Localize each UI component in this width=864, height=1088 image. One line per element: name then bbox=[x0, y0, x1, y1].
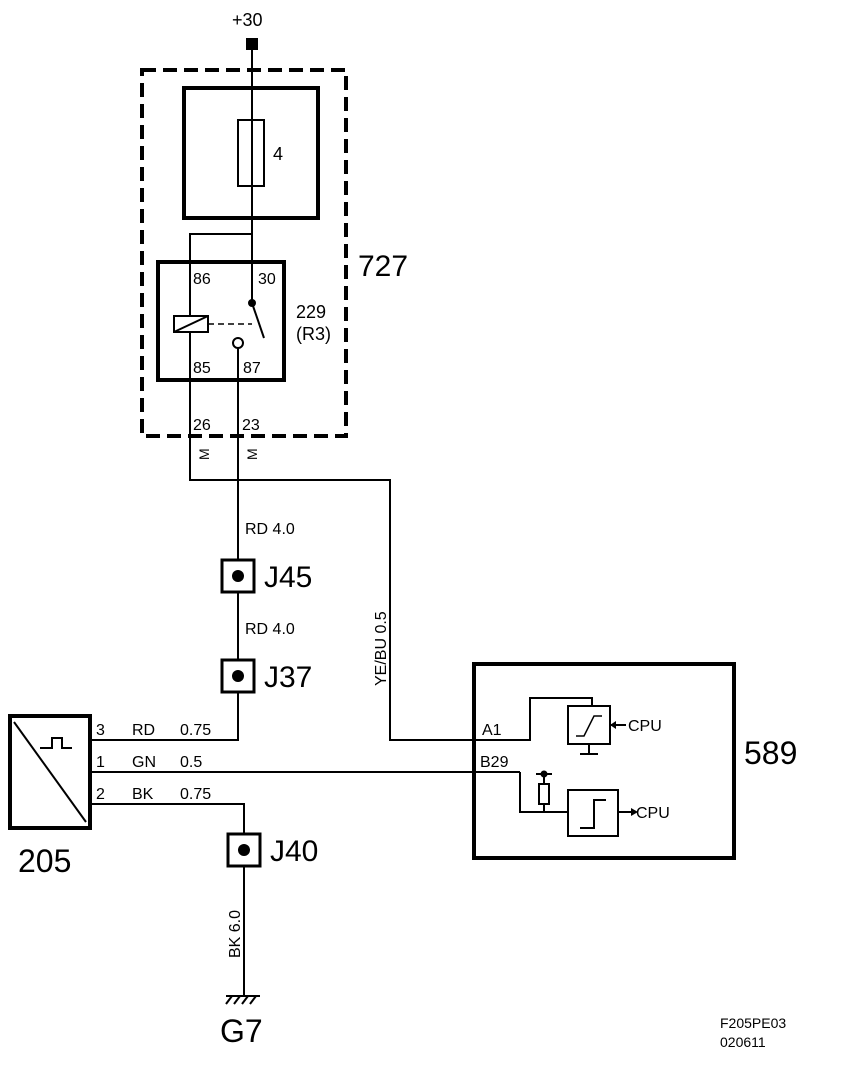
diagram-code: F205PE03 bbox=[720, 1015, 786, 1031]
unit-727-label: 727 bbox=[358, 250, 408, 283]
coil-feed-wire bbox=[189, 233, 252, 316]
ecu-a1-internal-wire bbox=[474, 697, 593, 741]
junction-j45-dot bbox=[232, 570, 244, 582]
ecu-id: 589 bbox=[744, 735, 797, 771]
ground-mark-left: M bbox=[196, 448, 212, 460]
wire-1-size: 0.5 bbox=[180, 754, 202, 771]
sensor-pulse-icon bbox=[40, 737, 72, 749]
connector-pin-26: 26 bbox=[193, 417, 211, 434]
wire-3-size: 0.75 bbox=[180, 722, 211, 739]
relay-contact-87 bbox=[232, 337, 244, 349]
sensor-diagonal bbox=[13, 721, 87, 823]
relay-pin-30: 30 bbox=[258, 271, 276, 288]
wire-2-num: 2 bbox=[96, 786, 105, 803]
rd-wire-upper-label: RD 4.0 bbox=[245, 521, 295, 538]
junction-j37-dot bbox=[232, 670, 244, 682]
ecu-upper-cpu-arrow-icon bbox=[610, 721, 616, 729]
ecu-589 bbox=[472, 662, 736, 860]
ecu-pullup-resistor bbox=[538, 783, 550, 805]
wire-1-color: GN bbox=[132, 754, 156, 771]
relay-pin-85: 85 bbox=[193, 360, 211, 377]
relay-switch-arm bbox=[251, 302, 265, 339]
relay-box bbox=[156, 260, 286, 382]
relay-pin-86: 86 bbox=[193, 271, 211, 288]
relay-pin-87: 87 bbox=[243, 360, 261, 377]
ecu-schmitt-trigger-icon bbox=[580, 799, 606, 829]
unit-727-enclosure bbox=[140, 68, 348, 438]
junction-j40-dot bbox=[238, 844, 250, 856]
supply-label: +30 bbox=[232, 10, 263, 30]
connector-pin-23: 23 bbox=[242, 417, 260, 434]
ground-mark-right: M bbox=[244, 448, 260, 460]
wire-1-num: 1 bbox=[96, 754, 105, 771]
ecu-lower-cpu-arrow-icon bbox=[631, 808, 638, 816]
wire-3-num: 3 bbox=[96, 722, 105, 739]
junction-j40-label: J40 bbox=[270, 835, 318, 868]
relay-id: 229 bbox=[296, 302, 326, 322]
supply-terminal bbox=[246, 38, 258, 50]
wire-2-bk bbox=[90, 803, 245, 836]
ecu-pin-a1: A1 bbox=[482, 722, 502, 739]
rd-wire-lower-label: RD 4.0 bbox=[245, 621, 295, 638]
fuse-number: 4 bbox=[273, 144, 283, 164]
ground-label: G7 bbox=[220, 1013, 263, 1049]
yebu-wire-label: YE/BU 0.5 bbox=[373, 611, 390, 686]
wire-2-size: 0.75 bbox=[180, 786, 211, 803]
ecu-cpu-lower: CPU bbox=[636, 805, 670, 822]
ground-wire-label: BK 6.0 bbox=[227, 910, 244, 958]
relay-designation: (R3) bbox=[296, 324, 331, 344]
ecu-upper-block-symbol bbox=[576, 715, 602, 737]
ground-icon bbox=[225, 995, 260, 1005]
sensor-id: 205 bbox=[18, 843, 71, 879]
ecu-cpu-upper: CPU bbox=[628, 718, 662, 735]
wire-3-rd bbox=[90, 692, 239, 741]
diagram-date: 020611 bbox=[720, 1034, 766, 1050]
ecu-pin-b29: B29 bbox=[480, 754, 509, 771]
yebu-wire bbox=[189, 436, 474, 741]
junction-j37-label: J37 bbox=[264, 661, 312, 694]
wire-2-color: BK bbox=[132, 786, 154, 803]
ecu-b29-internal-wire bbox=[519, 772, 568, 813]
junction-j45-label: J45 bbox=[264, 561, 312, 594]
wire-3-color: RD bbox=[132, 722, 155, 739]
relay-coil-diagonal bbox=[173, 315, 209, 333]
